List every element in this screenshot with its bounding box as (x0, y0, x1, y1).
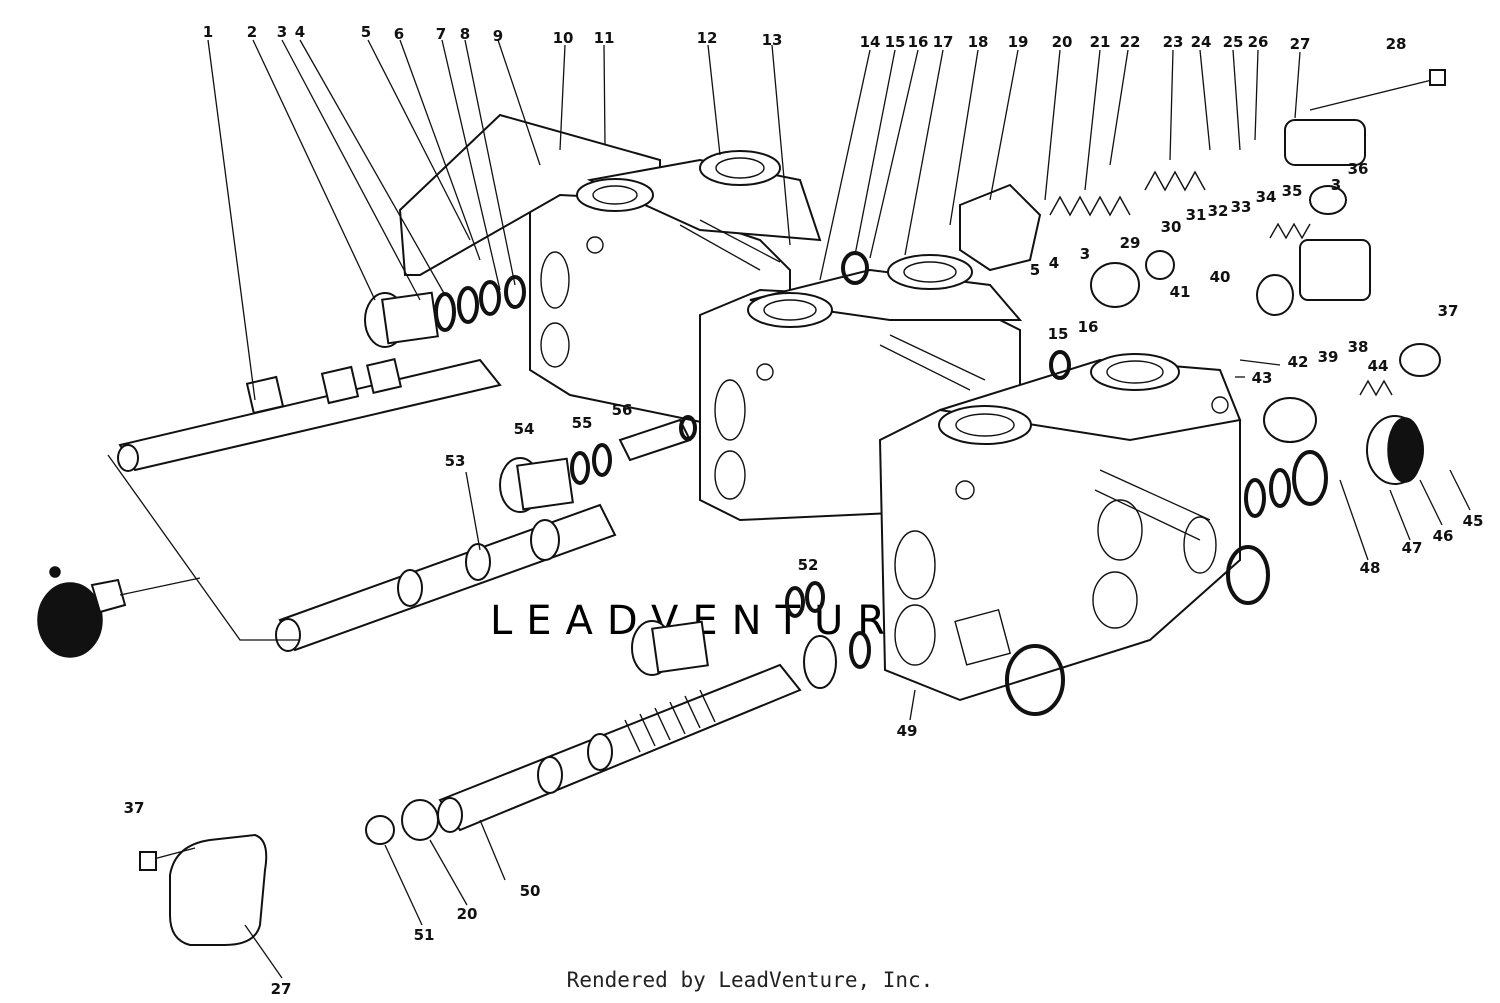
callout-27-bottom: 27 (271, 980, 292, 998)
front-valve-body (878, 353, 1242, 702)
callout-23: 23 (1163, 33, 1184, 51)
callout-5-mid: 5 (1030, 261, 1040, 279)
callout-48: 48 (1360, 559, 1381, 577)
callout-39: 39 (1318, 348, 1339, 366)
relief-springs (1049, 170, 1393, 397)
callout-18: 18 (968, 33, 989, 51)
callout-4: 4 (295, 23, 305, 41)
callout-47: 47 (1402, 539, 1423, 557)
callout-15: 15 (885, 33, 906, 51)
callout-15-mid: 15 (1048, 325, 1069, 343)
callout-21: 21 (1090, 33, 1111, 51)
valve-56 (618, 415, 697, 462)
upper-spool (117, 358, 502, 472)
callout-55: 55 (572, 414, 593, 432)
callout-22: 22 (1120, 33, 1141, 51)
callout-1: 1 (203, 23, 213, 41)
callout-52: 52 (798, 556, 819, 574)
callout-labels: 1 2 3 4 5 6 7 8 9 10 11 12 13 14 15 16 1… (124, 23, 1484, 998)
callout-14: 14 (860, 33, 881, 51)
callout-24: 24 (1191, 33, 1212, 51)
callout-17: 17 (933, 33, 954, 51)
callout-30: 30 (1161, 218, 1182, 236)
callout-37-right: 37 (1438, 302, 1459, 320)
callout-33: 33 (1231, 198, 1252, 216)
callout-20-bottom: 20 (457, 905, 478, 923)
callout-28: 28 (1386, 35, 1407, 53)
callout-25: 25 (1223, 33, 1244, 51)
callout-45: 45 (1463, 512, 1484, 530)
callout-29: 29 (1120, 234, 1141, 252)
watermark: LEADVENTURE (490, 598, 939, 644)
callout-2: 2 (247, 23, 257, 41)
seal-stack-3-9 (434, 275, 526, 332)
callout-16: 16 (908, 33, 929, 51)
callout-41: 41 (1170, 283, 1191, 301)
callout-50: 50 (520, 882, 541, 900)
callout-12: 12 (697, 29, 718, 47)
callout-43: 43 (1252, 369, 1273, 387)
callout-27-top: 27 (1290, 35, 1311, 53)
callout-19: 19 (1008, 33, 1029, 51)
callout-36: 36 (1348, 160, 1369, 178)
callout-16-mid: 16 (1078, 318, 1099, 336)
callout-31: 31 (1186, 206, 1207, 224)
callout-11: 11 (594, 29, 615, 47)
plug-2 (364, 291, 439, 348)
callout-46: 46 (1433, 527, 1454, 545)
lower-spool (437, 663, 802, 833)
callout-35: 35 (1282, 182, 1303, 200)
callout-7: 7 (436, 25, 446, 43)
callout-53: 53 (445, 452, 466, 470)
callout-34: 34 (1256, 188, 1277, 206)
callout-37-bottom: 37 (124, 799, 145, 817)
callout-8: 8 (460, 25, 470, 43)
callout-10: 10 (553, 29, 574, 47)
callout-54: 54 (514, 420, 535, 438)
dust-boot (37, 566, 127, 658)
callout-20: 20 (1052, 33, 1073, 51)
callout-56: 56 (612, 401, 633, 419)
cap-27-bottom (139, 833, 268, 946)
callout-42: 42 (1288, 353, 1309, 371)
plug-54 (499, 443, 612, 513)
callout-6: 6 (394, 25, 404, 43)
callout-32: 32 (1208, 202, 1229, 220)
cap-27-top (1284, 69, 1446, 166)
callout-9: 9 (493, 27, 503, 45)
callout-3: 3 (277, 23, 287, 41)
callout-51: 51 (414, 926, 435, 944)
footer-credit: Rendered by LeadVenture, Inc. (566, 968, 934, 992)
plug-front (631, 581, 871, 689)
callout-3-right: 3 (1331, 176, 1341, 194)
middle-spool (275, 503, 617, 652)
callout-49: 49 (897, 722, 918, 740)
callout-26: 26 (1248, 33, 1269, 51)
callout-40: 40 (1210, 268, 1231, 286)
relief-valve-parts (365, 183, 1441, 845)
leader-lines (107, 39, 1471, 979)
callout-13: 13 (762, 31, 783, 49)
callout-44: 44 (1368, 357, 1389, 375)
callout-4-mid: 4 (1049, 254, 1059, 272)
callout-3-mid: 3 (1080, 245, 1090, 263)
callout-38: 38 (1348, 338, 1369, 356)
callout-5: 5 (361, 23, 371, 41)
